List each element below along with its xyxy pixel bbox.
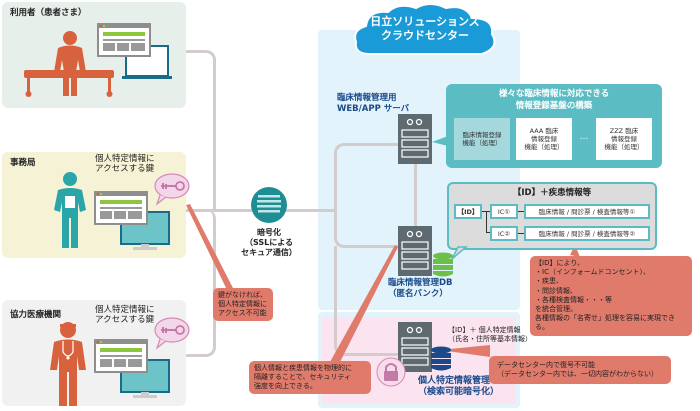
wire-user — [186, 50, 216, 210]
ic2-info-box: 臨床情報 / 問診票 / 検査情報等② — [524, 226, 650, 241]
ic1-connector — [518, 211, 524, 212]
office-staff-icon — [54, 172, 86, 248]
ic1-box: IC① — [490, 204, 518, 219]
wire-partner — [186, 209, 216, 357]
office-key-label: 個人特定情報に アクセスする鍵 — [95, 154, 155, 174]
wire-personal — [334, 246, 398, 356]
clinical-db-label: 臨床情報管理DB （匿名バンク） — [388, 278, 453, 299]
clinical-db-server-icon — [398, 226, 432, 276]
web-server-label: 臨床情報管理用 WEB/APP サーバ — [337, 93, 410, 114]
id-integration-callout: 【ID】により、 ・IC（インフォームドコンセント）、 ・疾患、 ・問診情報、 … — [530, 256, 692, 336]
separation-callout: 個人情報と疾患情報を物理的に 隔離することで、セキュリティ 強度を向上できる。 — [249, 361, 371, 394]
wire-office — [186, 209, 252, 212]
partner-key-bubble-icon — [154, 317, 190, 350]
id-box: 【ID】 — [454, 204, 482, 219]
ic2-connector — [518, 233, 524, 234]
platform-ellipsis: … — [579, 132, 589, 142]
office-title: 事務局 — [10, 158, 36, 168]
wire-center — [286, 209, 336, 212]
platform-module-aaa: AAA 臨床 情報登録 機能（処理） — [516, 118, 572, 160]
personal-db-server-icon — [398, 322, 432, 372]
office-key-bubble-icon — [154, 173, 190, 206]
disease-info-pointer — [451, 246, 469, 260]
clinical-db-cylinder-icon — [433, 252, 453, 277]
no-key-callout: 鍵がなければ、 個人特定情報に アクセス不可能 — [213, 288, 273, 321]
wire-web-db — [414, 160, 417, 228]
disease-info-title: 【ID】＋疾患情報等 — [512, 188, 592, 198]
cloud-title: 日立ソリューションズ クラウドセンター — [370, 15, 480, 42]
seated-patient-icon — [24, 31, 114, 97]
cloud-icon — [354, 3, 496, 55]
partner-key-label: 個人特定情報に アクセスする鍵 — [95, 305, 155, 325]
user-title: 利用者（患者さま） — [10, 8, 87, 18]
lock-icon — [376, 357, 406, 387]
wire-db — [334, 208, 398, 248]
personal-db-content: 【ID】＋ 個人特定情報 （氏名・住所等基本情報） — [448, 326, 532, 343]
doctor-icon — [50, 322, 86, 406]
platform-title: 様々な臨床情報に対応できる 情報登録基盤の構築 — [498, 89, 610, 111]
encryption-label: 暗号化 （SSLによる セキュア通信） — [241, 228, 297, 257]
id-branch — [486, 211, 492, 233]
partner-desktop-browser-icon — [94, 339, 170, 398]
no-decrypt-callout: データセンター内で復号不可能 （データセンター内では、一切内容がわからない） — [489, 356, 671, 384]
desktop-browser-icon — [94, 191, 170, 250]
encryption-globe-icon — [251, 187, 287, 223]
ic1-info-box: 臨床情報 / 問診票 / 検査情報等① — [524, 204, 650, 219]
wire-web — [334, 143, 398, 211]
laptop-browser-icon — [97, 23, 172, 79]
personal-db-cylinder-icon — [431, 346, 451, 371]
ic2-box: IC② — [490, 226, 518, 241]
platform-module-zzz: ZZZ 臨床 情報登録 機能（処理） — [596, 118, 652, 160]
web-server-icon — [398, 114, 432, 164]
platform-pointer — [432, 136, 448, 146]
partner-title: 協力医療機関 — [10, 310, 62, 320]
platform-module-base: 臨床情報登録 機能（処理） — [454, 118, 510, 160]
